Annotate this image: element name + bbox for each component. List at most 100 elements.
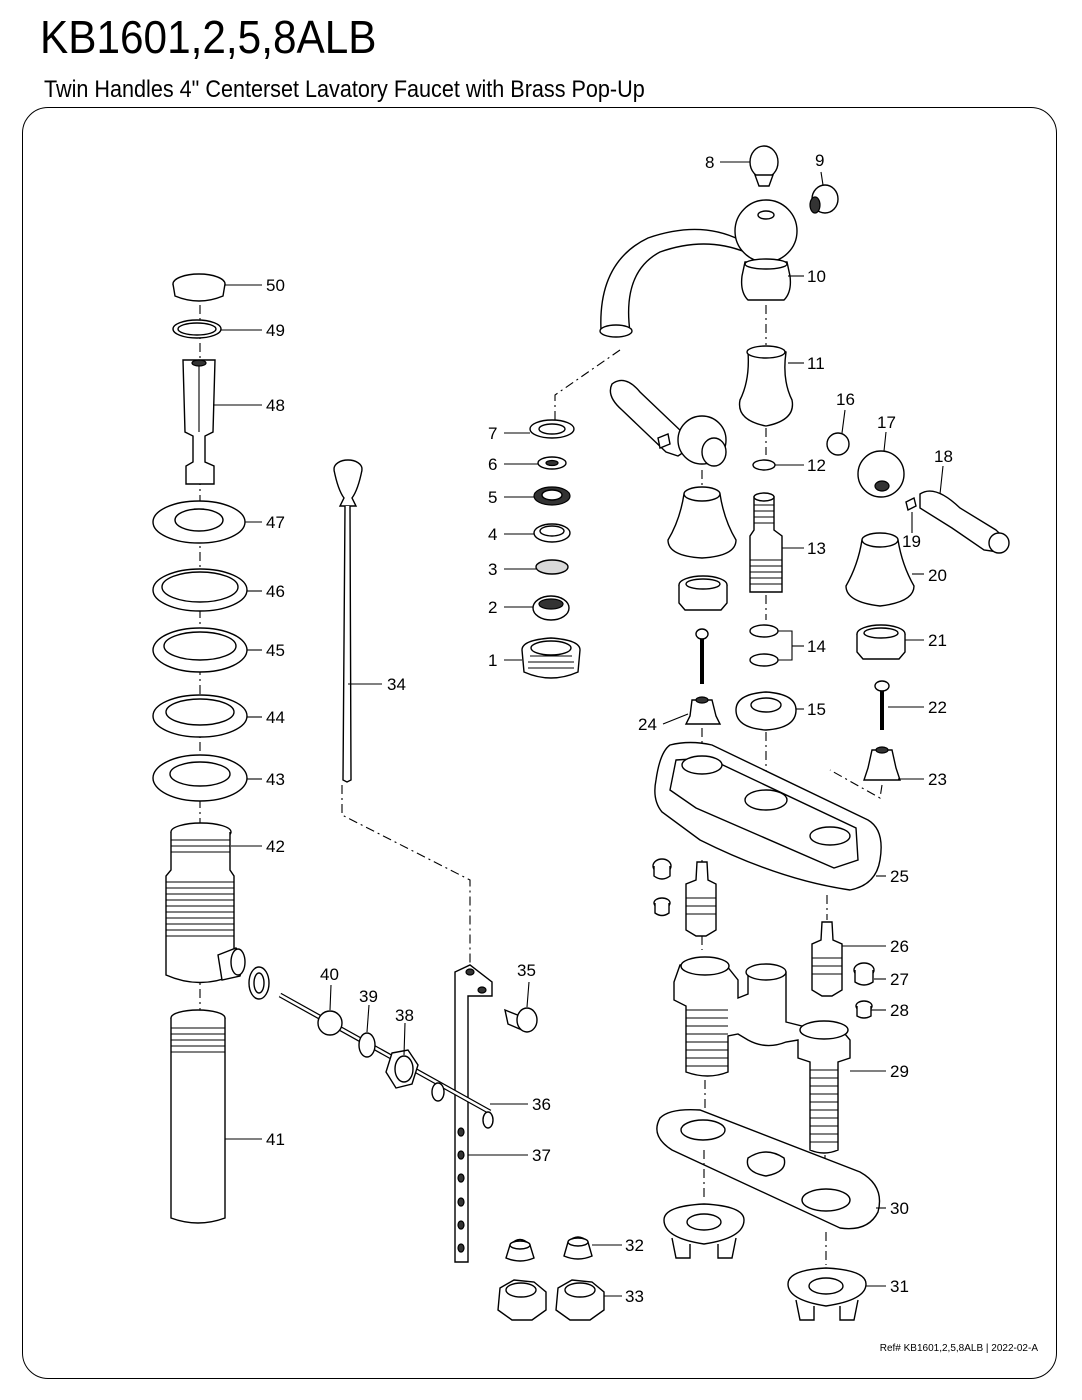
callout-10: 10 [807, 267, 826, 286]
shank-oring-upper [749, 624, 779, 638]
callout-3: 3 [488, 560, 497, 579]
left-screw-head [695, 628, 709, 640]
spout-collar [740, 261, 792, 301]
tailpiece [170, 1018, 226, 1224]
drain-body-side-port-opening [230, 948, 246, 976]
deck-plate-top [669, 757, 859, 869]
left-handle-adapter-top [695, 696, 709, 704]
model-number: KB1601,2,5,8ALB [40, 11, 377, 63]
callout-26: 26 [890, 937, 909, 956]
flange-gasket-inner [161, 571, 239, 603]
right-ferrule-top [567, 1237, 589, 1247]
deck-plate-hole-center [744, 789, 788, 811]
strap-hole [457, 1150, 465, 1160]
left-cartridge-bands [686, 897, 716, 915]
callout-8: 8 [705, 153, 714, 172]
pivot-seal-inner [253, 972, 265, 994]
right-handle-adapter-top [875, 746, 889, 754]
callout-31: 31 [890, 1277, 909, 1296]
callout-22: 22 [928, 698, 947, 717]
pivot-rod-assembly [248, 459, 538, 1263]
callout-12: 12 [807, 456, 826, 475]
left-compression-nut-hole [505, 1282, 537, 1298]
spout-base-cover [738, 347, 794, 427]
callout-17: 17 [877, 413, 896, 432]
callout-16: 16 [836, 390, 855, 409]
strap-hole [457, 1220, 465, 1230]
callout-1: 1 [488, 651, 497, 670]
spout-assembly [599, 145, 839, 785]
left-bell-top [683, 486, 721, 502]
right-locknut-tabs [795, 1299, 859, 1321]
callout-48: 48 [266, 396, 285, 415]
callout-36: 36 [532, 1095, 551, 1114]
left-bonnet-nut-inner [685, 578, 721, 590]
friction-washer-inner [169, 761, 231, 787]
spout-hub [734, 199, 798, 263]
left-spring-body [654, 903, 670, 917]
callout-24: 24 [638, 715, 657, 734]
spout-shank [749, 496, 783, 593]
tailpiece-threads [171, 1027, 225, 1053]
callout-32: 32 [625, 1236, 644, 1255]
strap-hole [457, 1173, 465, 1183]
callout-11: 11 [807, 354, 825, 373]
callout-5: 5 [488, 488, 497, 507]
spout [600, 228, 747, 333]
callout-44: 44 [266, 708, 285, 727]
pivot-washer [358, 1032, 376, 1058]
right-compression-nut-hole [564, 1282, 596, 1298]
aerator-washer-6-inner [545, 459, 559, 467]
spout-collar-ring [744, 258, 788, 270]
pivot-ball [317, 1010, 343, 1036]
right-seat-body [854, 970, 874, 986]
spout-shank-top [753, 492, 775, 502]
drain-washer-inner [165, 698, 235, 726]
spring-clip-end [482, 1111, 494, 1129]
aerator-shell-threads [528, 655, 574, 669]
callout-28: 28 [890, 1001, 909, 1020]
popup-drain-assembly [152, 273, 248, 1224]
callout-38: 38 [395, 1006, 414, 1025]
right-handle-hub [857, 450, 905, 498]
aerator-washer-7-inner [538, 423, 566, 435]
deck-plate-hole-left [681, 755, 723, 775]
strap-hole [477, 986, 487, 994]
drain-body-threads [166, 839, 234, 937]
right-handle-set-screw [905, 496, 917, 512]
right-handle-index [826, 432, 850, 456]
callout-23: 23 [928, 770, 947, 789]
base-gasket-hole-right [801, 1188, 851, 1212]
stopper-cap-base [172, 283, 226, 302]
left-locknut-hole [686, 1213, 722, 1231]
lift-rod-knob-body [333, 469, 363, 507]
deck-plate-assembly [654, 741, 882, 950]
right-locknut-hole [808, 1277, 844, 1295]
callout-18: 18 [934, 447, 953, 466]
right-bonnet-nut [856, 634, 906, 660]
callout-14: 14 [807, 637, 826, 656]
callout-45: 45 [266, 641, 285, 660]
callout-29: 29 [890, 1062, 909, 1081]
right-handle-lever-tip [988, 532, 1010, 554]
callout-2: 2 [488, 598, 497, 617]
callout-42: 42 [266, 837, 285, 856]
stopper-rod-top [191, 359, 207, 367]
callout-19: 19 [902, 532, 921, 551]
callout-49: 49 [266, 321, 285, 340]
right-cartridge-bands [812, 957, 842, 975]
callout-20: 20 [928, 566, 947, 585]
strap-screw-head [516, 1007, 538, 1033]
product-description: Twin Handles 4" Centerset Lavatory Fauce… [44, 76, 645, 103]
callout-41: 41 [266, 1130, 285, 1149]
valve-body-left-port [680, 956, 730, 976]
right-cartridge [811, 921, 843, 997]
callout-27: 27 [890, 970, 909, 989]
callout-50: 50 [266, 276, 285, 295]
strap-hole [465, 968, 475, 976]
callout-labels: 50 49 48 47 46 45 44 43 42 41 34 40 39 3… [266, 151, 953, 1306]
left-cartridge [685, 861, 717, 937]
left-seat-body [653, 866, 671, 880]
pivot-nut-face [394, 1055, 414, 1083]
